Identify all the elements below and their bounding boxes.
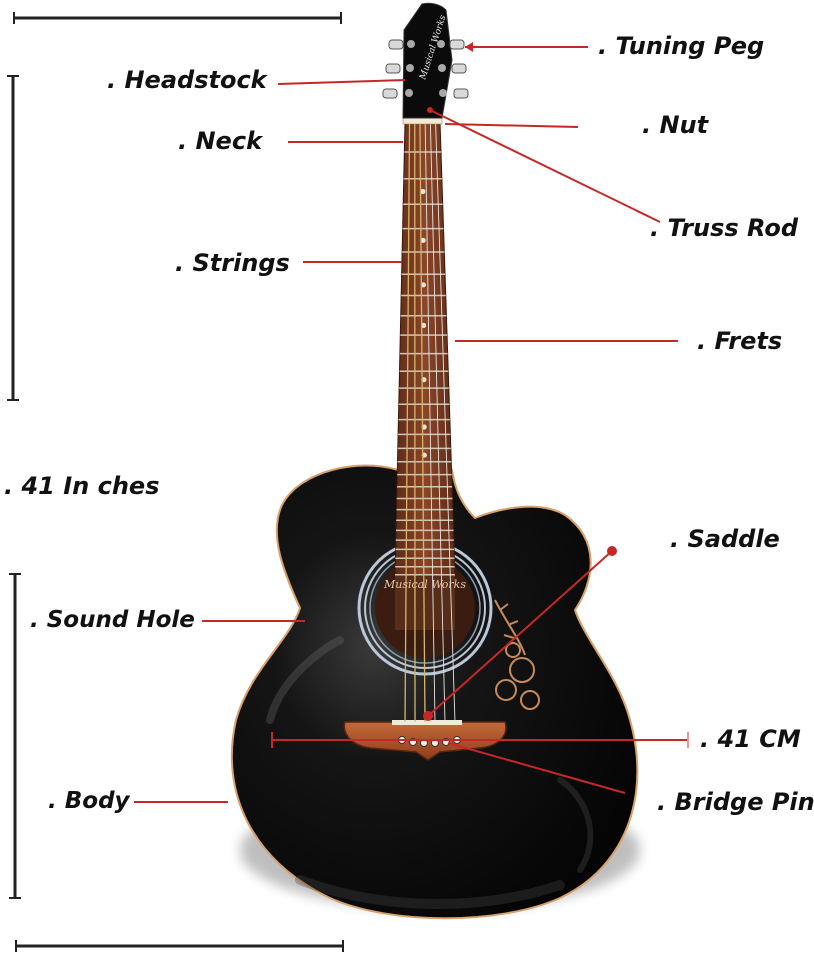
top-width-bar [13, 12, 342, 24]
label-length: . 41 In ches [4, 472, 160, 500]
label-frets: . Frets [697, 327, 783, 355]
soundhole-logo: Musical Works [383, 578, 466, 591]
label-truss-rod: . Truss Rod [650, 214, 799, 242]
guitar-string [424, 117, 436, 723]
guitar-string [434, 117, 456, 723]
label-width: . 41 CM [700, 725, 801, 753]
label-headstock: . Headstock [107, 66, 267, 94]
guitar-string [419, 117, 426, 723]
bottom-width-bar [15, 940, 344, 952]
fret-marker-dot [420, 282, 426, 288]
fretboard [394, 121, 456, 576]
label-strings: . Strings [175, 249, 290, 277]
upper-length-bar [7, 75, 19, 401]
label-neck: . Neck [178, 127, 263, 155]
guitar: Musical Works [230, 2, 640, 920]
nut [402, 117, 443, 125]
lower-length-bar [9, 573, 21, 899]
floral-inlay [494, 599, 540, 710]
guitar-string [429, 117, 446, 723]
label-nut: . Nut [642, 111, 709, 139]
headstock [402, 2, 453, 119]
strings [404, 117, 456, 723]
leader-lines [134, 46, 688, 803]
leader-nut [444, 123, 579, 128]
tuning-pegs [382, 39, 469, 99]
leader-headstock [277, 79, 406, 85]
dimension-bars [7, 12, 344, 952]
leader-truss-rod [429, 109, 661, 223]
saddle-bar [392, 720, 462, 725]
fret-marker-dot [420, 237, 426, 243]
label-saddle: . Saddle [670, 525, 780, 553]
leader-bridge-pin [447, 742, 626, 794]
guitar-string [404, 117, 411, 723]
leader-markers [271, 42, 689, 748]
leader-saddle [427, 550, 613, 717]
label-sound-hole: . Sound Hole [30, 607, 195, 633]
label-bridge-pin: . Bridge Pin [657, 788, 814, 816]
label-body: . Body [48, 788, 130, 814]
label-tuning-peg: . Tuning Peg [598, 32, 765, 60]
fret-marker-dot [420, 188, 426, 195]
